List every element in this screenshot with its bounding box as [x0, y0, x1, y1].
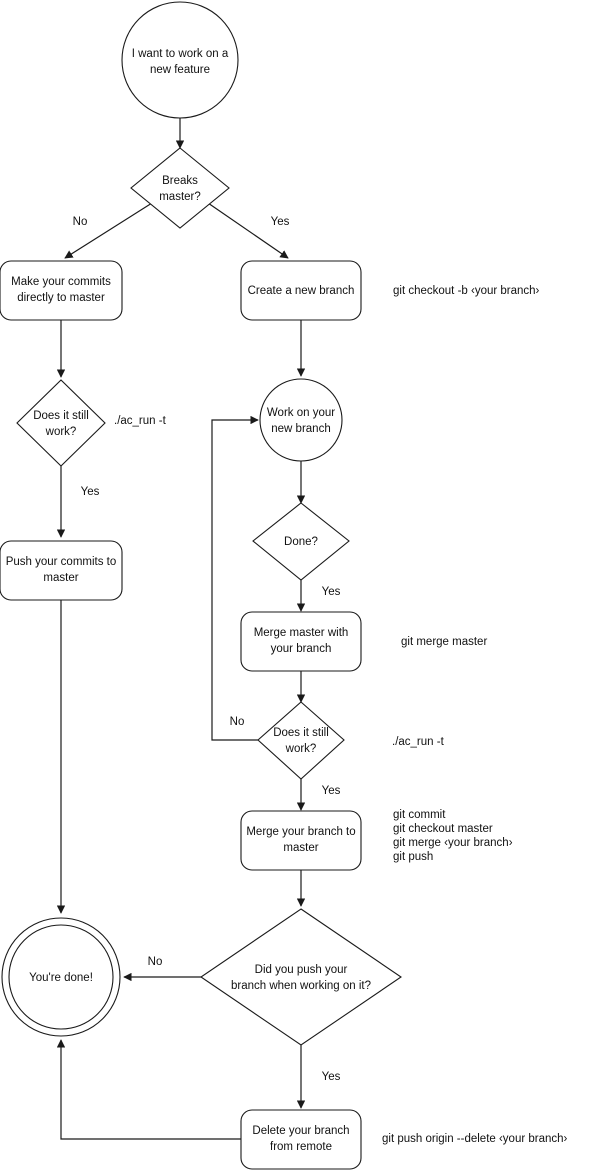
work-on-branch-circle: [259, 378, 343, 462]
edge-delete-branch-to-youre-done: [56, 1039, 241, 1140]
breaks-master-diamond: [130, 147, 230, 229]
annotation-ac-run-left: ./ac_run -t: [114, 415, 167, 427]
node-done-question[interactable]: Done?: [252, 502, 350, 581]
edge-label-breaks-no: No: [73, 216, 88, 228]
edge-label-did-you-push-no: No: [148, 956, 163, 968]
start-label-line2: new feature: [150, 64, 210, 76]
node-make-commits[interactable]: Make your commits directly to master: [0, 260, 123, 321]
create-branch-label-line1: Create a new branch: [248, 285, 355, 297]
push-commits-label-line2: master: [43, 572, 78, 584]
annotation-delete-branch-cmd: git push origin --delete ‹your branch›: [382, 1133, 568, 1145]
node-push-commits[interactable]: Push your commits to master: [0, 540, 123, 601]
youre-done-label: You're done!: [29, 972, 93, 984]
work-on-branch-label-line2: new branch: [271, 423, 330, 435]
delete-branch-box: [240, 1109, 362, 1170]
annotation-ac-run-right: ./ac_run -t: [392, 736, 445, 748]
did-you-push-label-line1: Did you push your: [255, 964, 348, 976]
still-work-right-diamond: [257, 701, 345, 780]
node-still-work-left[interactable]: Does it still work?: [16, 379, 106, 467]
breaks-master-label-line2: master?: [159, 191, 201, 203]
youre-done-inner-circle: [8, 924, 114, 1030]
make-commits-label-line1: Make your commits: [11, 276, 111, 288]
still-work-right-label-line2: work?: [285, 743, 317, 755]
edge-breaks-no-to-make-commits: [64, 202, 153, 259]
still-work-left-label-line1: Does it still: [33, 410, 89, 422]
still-work-left-label-line2: work?: [45, 426, 77, 438]
node-delete-branch[interactable]: Delete your branch from remote: [240, 1109, 362, 1170]
did-you-push-label-line2: branch when working on it?: [231, 980, 371, 992]
start-circle: [121, 1, 239, 119]
node-youre-done[interactable]: You're done!: [1, 917, 121, 1037]
start-label-line1: I want to work on a: [132, 48, 229, 60]
node-merge-branch[interactable]: Merge your branch to master: [240, 810, 362, 871]
edge-label-done-yes: Yes: [322, 586, 341, 598]
edge-label-did-you-push-yes: Yes: [322, 1071, 341, 1083]
edge-still-work-right-no-loop-to-work-on-branch: [211, 415, 259, 741]
node-start[interactable]: I want to work on a new feature: [121, 1, 239, 119]
node-work-on-branch[interactable]: Work on your new branch: [259, 378, 343, 462]
done-question-label-line1: Done?: [284, 536, 318, 548]
push-commits-box: [0, 540, 123, 601]
edge-label-breaks-yes: Yes: [271, 216, 290, 228]
edge-label-still-work-right-no: No: [230, 716, 245, 728]
edge-label-still-work-left-yes: Yes: [81, 486, 100, 498]
node-did-you-push[interactable]: Did you push your branch when working on…: [200, 908, 402, 1046]
annotations: git checkout -b ‹your branch› ./ac_run -…: [114, 285, 568, 1145]
node-breaks-master[interactable]: Breaks master?: [130, 147, 230, 229]
merge-master-label-line2: your branch: [271, 643, 332, 655]
did-you-push-diamond: [200, 908, 402, 1046]
annotation-merge-branch-cmd-2: git checkout master: [393, 823, 493, 835]
create-branch-box: [240, 260, 362, 321]
merge-branch-label-line1: Merge your branch to: [246, 826, 355, 838]
annotation-merge-master-cmd: git merge master: [401, 636, 487, 648]
still-work-right-label-line1: Does it still: [273, 727, 329, 739]
make-commits-label-line2: directly to master: [17, 292, 105, 304]
breaks-master-label-line1: Breaks: [162, 175, 198, 187]
merge-branch-box: [240, 810, 362, 871]
done-question-diamond: [252, 502, 350, 581]
edges: [56, 118, 306, 1140]
annotation-create-branch-cmd: git checkout -b ‹your branch›: [393, 285, 540, 297]
node-still-work-right[interactable]: Does it still work?: [257, 701, 345, 780]
push-commits-label-line1: Push your commits to: [6, 556, 117, 568]
delete-branch-label-line2: from remote: [270, 1141, 332, 1153]
node-merge-master[interactable]: Merge master with your branch: [240, 611, 362, 672]
make-commits-box: [0, 260, 123, 321]
merge-master-label-line1: Merge master with: [254, 627, 349, 639]
merge-branch-label-line2: master: [283, 842, 318, 854]
edge-label-still-work-right-yes: Yes: [322, 785, 341, 797]
work-on-branch-label-line1: Work on your: [267, 407, 335, 419]
delete-branch-label-line1: Delete your branch: [252, 1125, 349, 1137]
edge-breaks-yes-to-create-branch: [207, 202, 289, 259]
still-work-left-diamond: [16, 379, 106, 467]
annotation-merge-branch-cmd-3: git merge ‹your branch›: [393, 837, 513, 849]
annotation-merge-branch-cmd-4: git push: [393, 851, 433, 863]
annotation-merge-branch-cmd-1: git commit: [393, 809, 446, 821]
edge-labels: No Yes Yes Yes No Yes No Yes: [73, 216, 341, 1083]
merge-master-box: [240, 611, 362, 672]
node-create-branch[interactable]: Create a new branch: [240, 260, 362, 321]
